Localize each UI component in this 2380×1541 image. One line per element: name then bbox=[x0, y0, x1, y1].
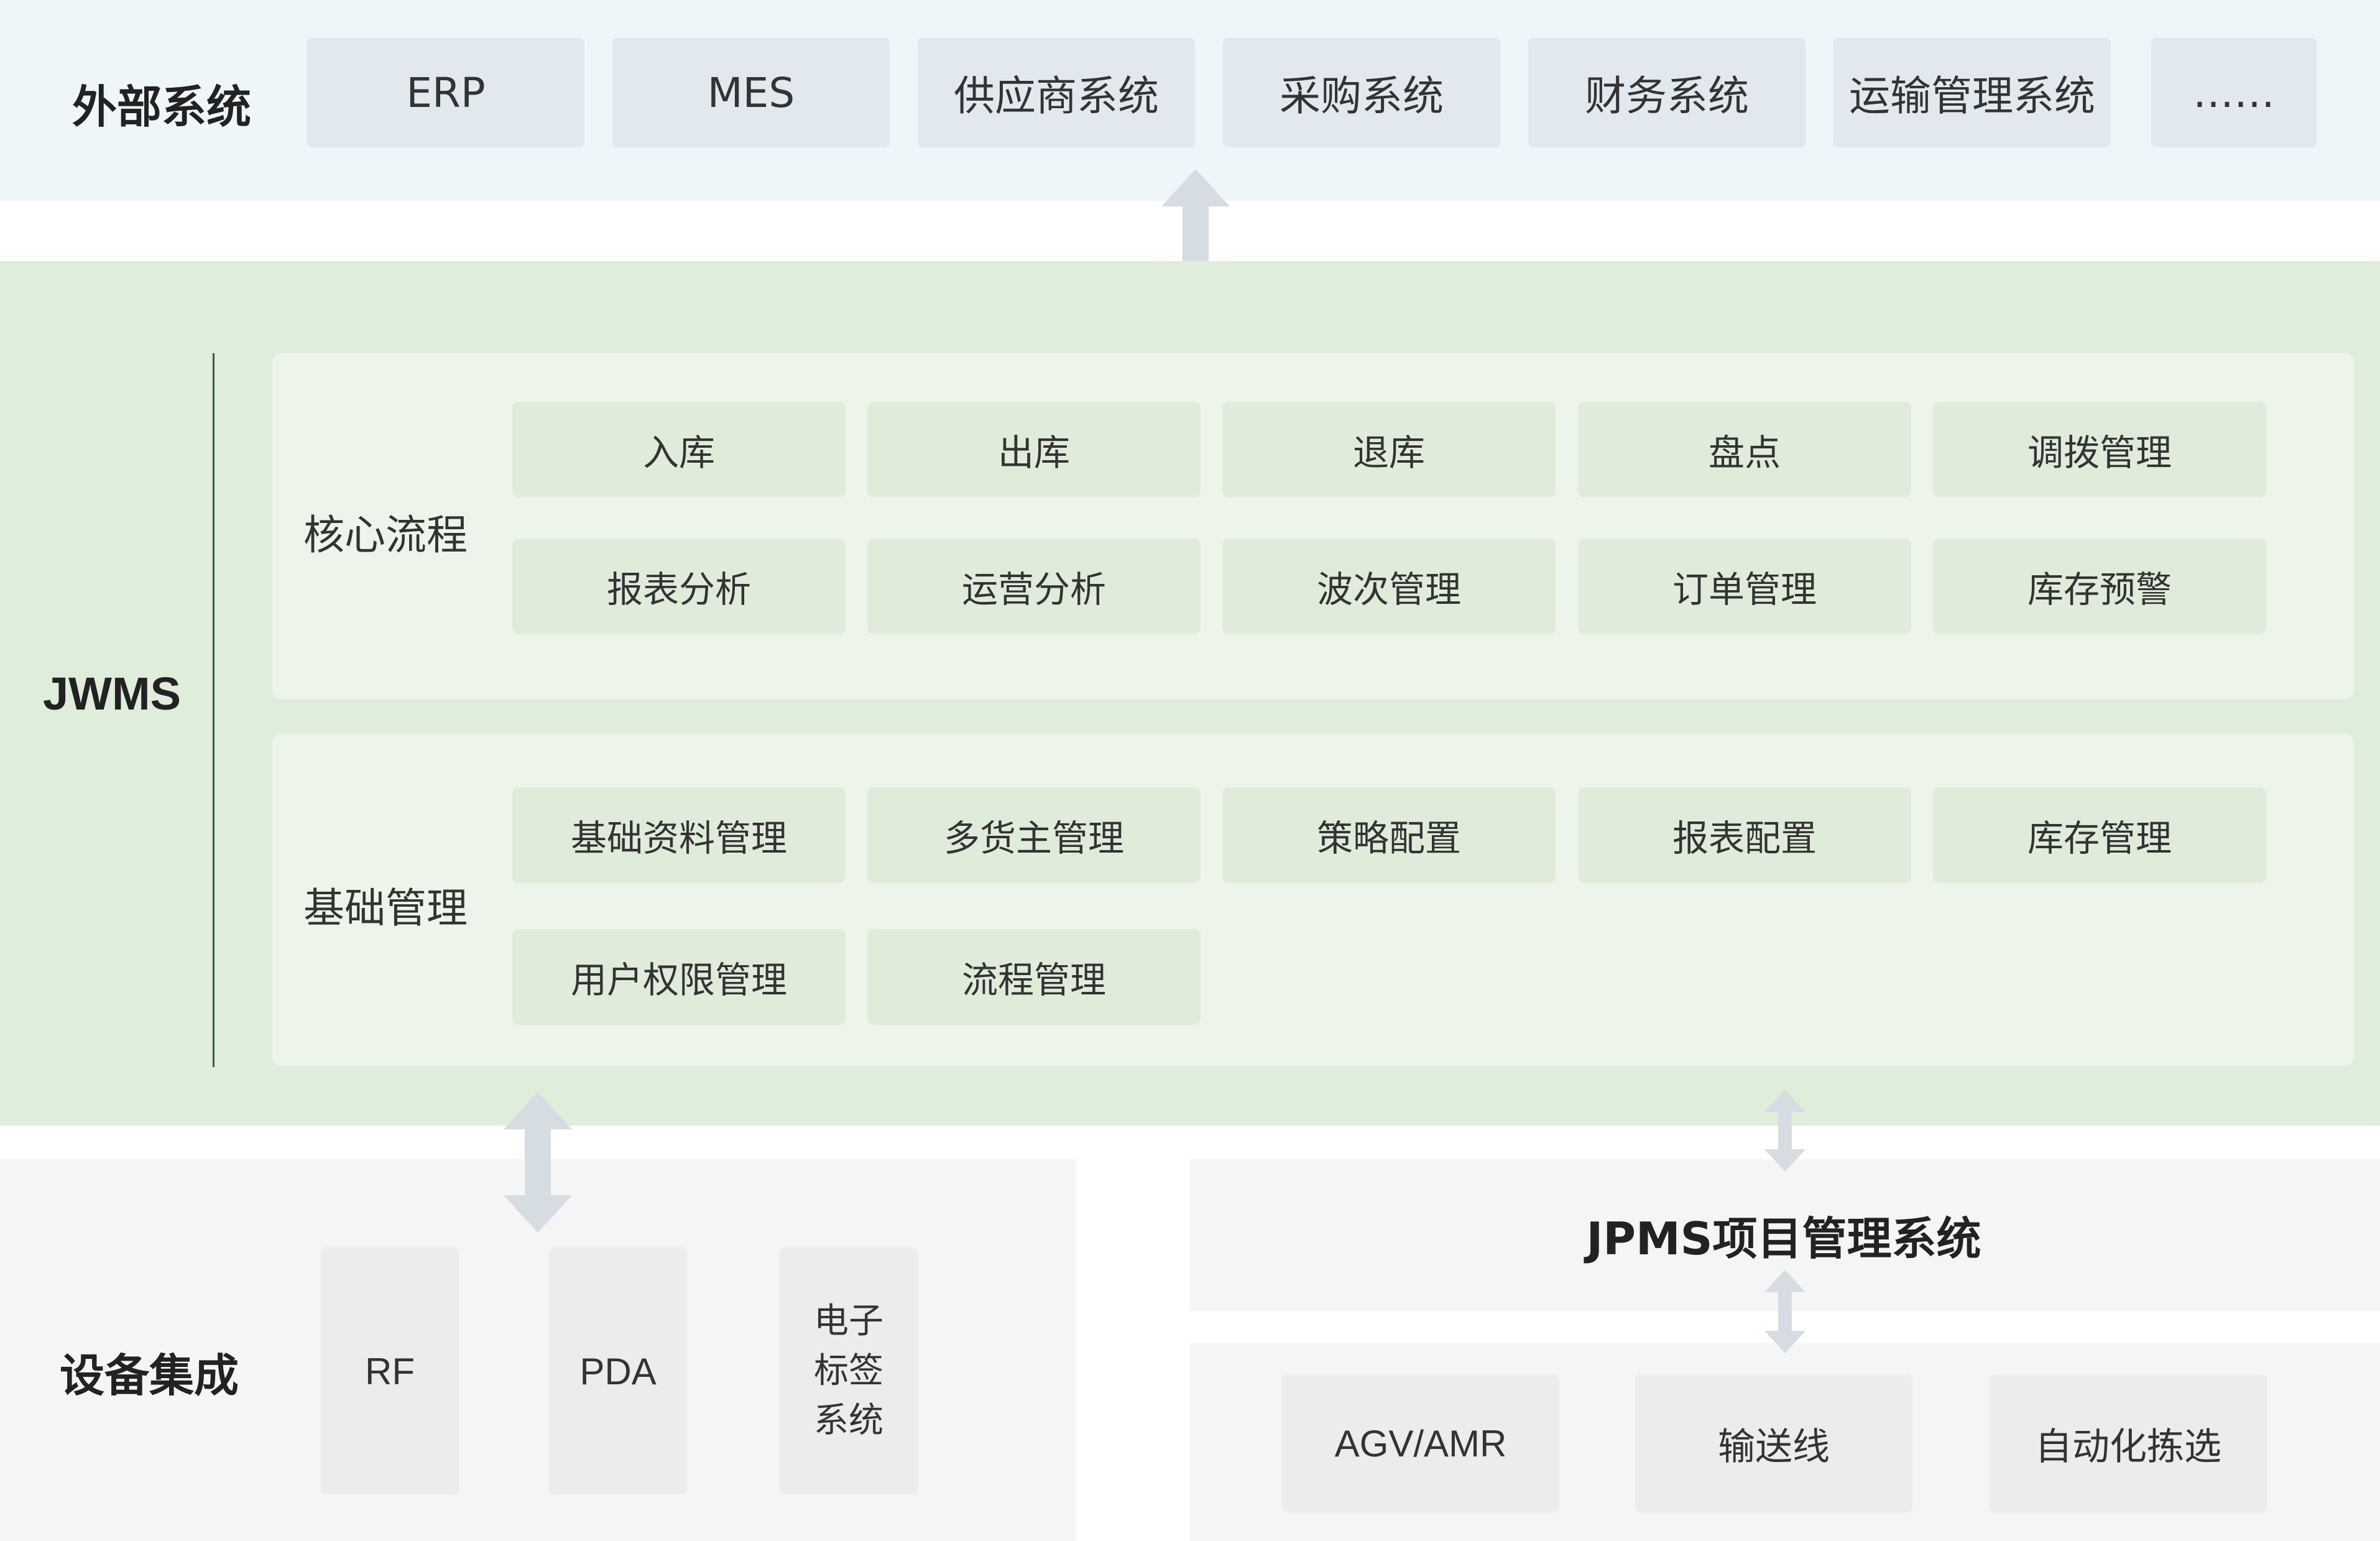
equipment-conveyor: 输送线 bbox=[1635, 1374, 1912, 1512]
equipment-auto-picking: 自动化拣选 bbox=[1990, 1374, 2267, 1512]
jwms-label: JWMS bbox=[43, 667, 181, 720]
device-pda: PDA bbox=[549, 1247, 687, 1495]
external-system-finance: 财务系统 bbox=[1528, 38, 1806, 147]
jwms-divider bbox=[213, 353, 214, 1067]
double-arrow-jwms-jpms-icon bbox=[1764, 1090, 1806, 1172]
jpms-title: JPMS项目管理系统 bbox=[1586, 1212, 1981, 1265]
equipment-agv-amr: AGV/AMR bbox=[1282, 1374, 1559, 1512]
module-inventory-management: 库存管理 bbox=[1933, 787, 2266, 883]
double-arrow-jpms-equipment-icon bbox=[1764, 1270, 1806, 1353]
module-operation-analysis: 运营分析 bbox=[867, 539, 1201, 634]
external-systems-title: 外部系统 bbox=[71, 80, 251, 133]
module-order-management: 订单管理 bbox=[1578, 539, 1911, 634]
module-stocktake: 盘点 bbox=[1578, 402, 1911, 497]
module-outbound: 出库 bbox=[867, 402, 1201, 497]
device-electronic-label-system: 电子 标签 系统 bbox=[780, 1247, 918, 1495]
device-rf: RF bbox=[321, 1247, 459, 1495]
module-transfer: 调拨管理 bbox=[1933, 402, 2266, 497]
module-user-permission: 用户权限管理 bbox=[512, 929, 846, 1025]
external-system-purchasing: 采购系统 bbox=[1223, 38, 1500, 147]
module-inbound: 入库 bbox=[512, 402, 846, 497]
module-multi-owner: 多货主管理 bbox=[867, 787, 1201, 883]
module-report-analysis: 报表分析 bbox=[512, 539, 846, 634]
module-inventory-alert: 库存预警 bbox=[1933, 539, 2266, 634]
module-report-config: 报表配置 bbox=[1578, 787, 1911, 883]
external-system-tms: 运输管理系统 bbox=[1833, 38, 2111, 147]
module-master-data: 基础资料管理 bbox=[512, 787, 846, 883]
module-strategy-config: 策略配置 bbox=[1222, 787, 1556, 883]
device-integration-title: 设备集成 bbox=[59, 1349, 239, 1402]
external-system-mes: MES bbox=[612, 38, 890, 147]
external-system-more: …… bbox=[2151, 38, 2317, 147]
double-arrow-jwms-devices-icon bbox=[504, 1092, 572, 1233]
basic-management-label: 基础管理 bbox=[303, 884, 468, 932]
external-system-erp: ERP bbox=[307, 38, 584, 147]
core-flow-label: 核心流程 bbox=[303, 511, 468, 559]
module-wave-management: 波次管理 bbox=[1222, 539, 1556, 634]
external-system-supplier: 供应商系统 bbox=[918, 38, 1195, 147]
module-return: 退库 bbox=[1222, 402, 1556, 497]
module-process-management: 流程管理 bbox=[867, 929, 1201, 1025]
